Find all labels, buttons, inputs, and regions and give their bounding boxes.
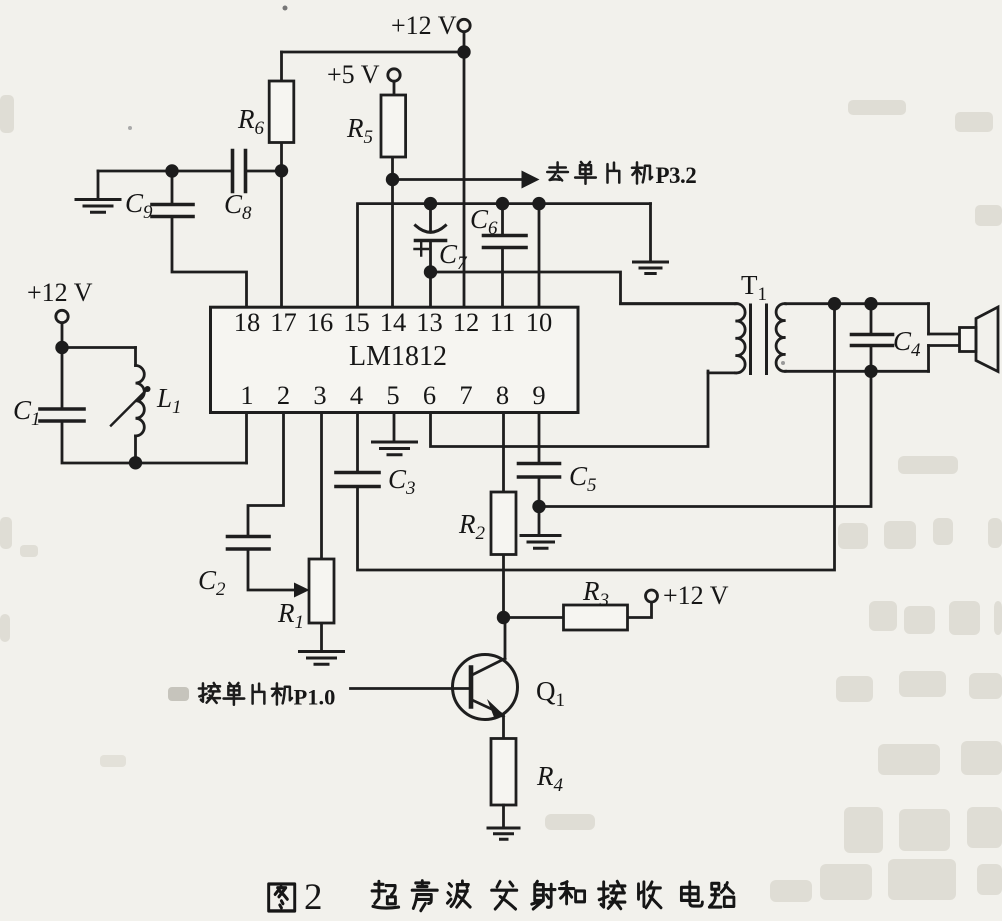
svg-text:13: 13 xyxy=(416,307,443,337)
svg-text:9: 9 xyxy=(532,380,545,410)
svg-text:5: 5 xyxy=(386,380,399,410)
svg-text:6: 6 xyxy=(423,380,436,410)
svg-text:8: 8 xyxy=(496,380,509,410)
svg-text:+12 V: +12 V xyxy=(663,581,729,610)
svg-text:+5 V: +5 V xyxy=(327,60,380,89)
svg-text:18: 18 xyxy=(234,307,261,337)
svg-text:2: 2 xyxy=(304,877,323,918)
svg-text:3: 3 xyxy=(313,380,326,410)
svg-text:17: 17 xyxy=(270,307,297,337)
svg-text:2: 2 xyxy=(277,380,290,410)
svg-text:15: 15 xyxy=(343,307,370,337)
svg-text:11: 11 xyxy=(490,307,516,337)
svg-text:4: 4 xyxy=(350,380,363,410)
svg-text:10: 10 xyxy=(526,307,553,337)
svg-text:+12 V: +12 V xyxy=(27,278,93,307)
svg-text:1: 1 xyxy=(240,380,253,410)
svg-text:LM1812: LM1812 xyxy=(349,341,447,372)
svg-text:7: 7 xyxy=(459,380,472,410)
svg-text:14: 14 xyxy=(380,307,407,337)
svg-text:12: 12 xyxy=(453,307,480,337)
svg-text:16: 16 xyxy=(307,307,334,337)
svg-text:P3.2: P3.2 xyxy=(656,163,697,188)
svg-text:+12 V: +12 V xyxy=(391,11,457,40)
svg-text:P1.0: P1.0 xyxy=(294,685,336,710)
